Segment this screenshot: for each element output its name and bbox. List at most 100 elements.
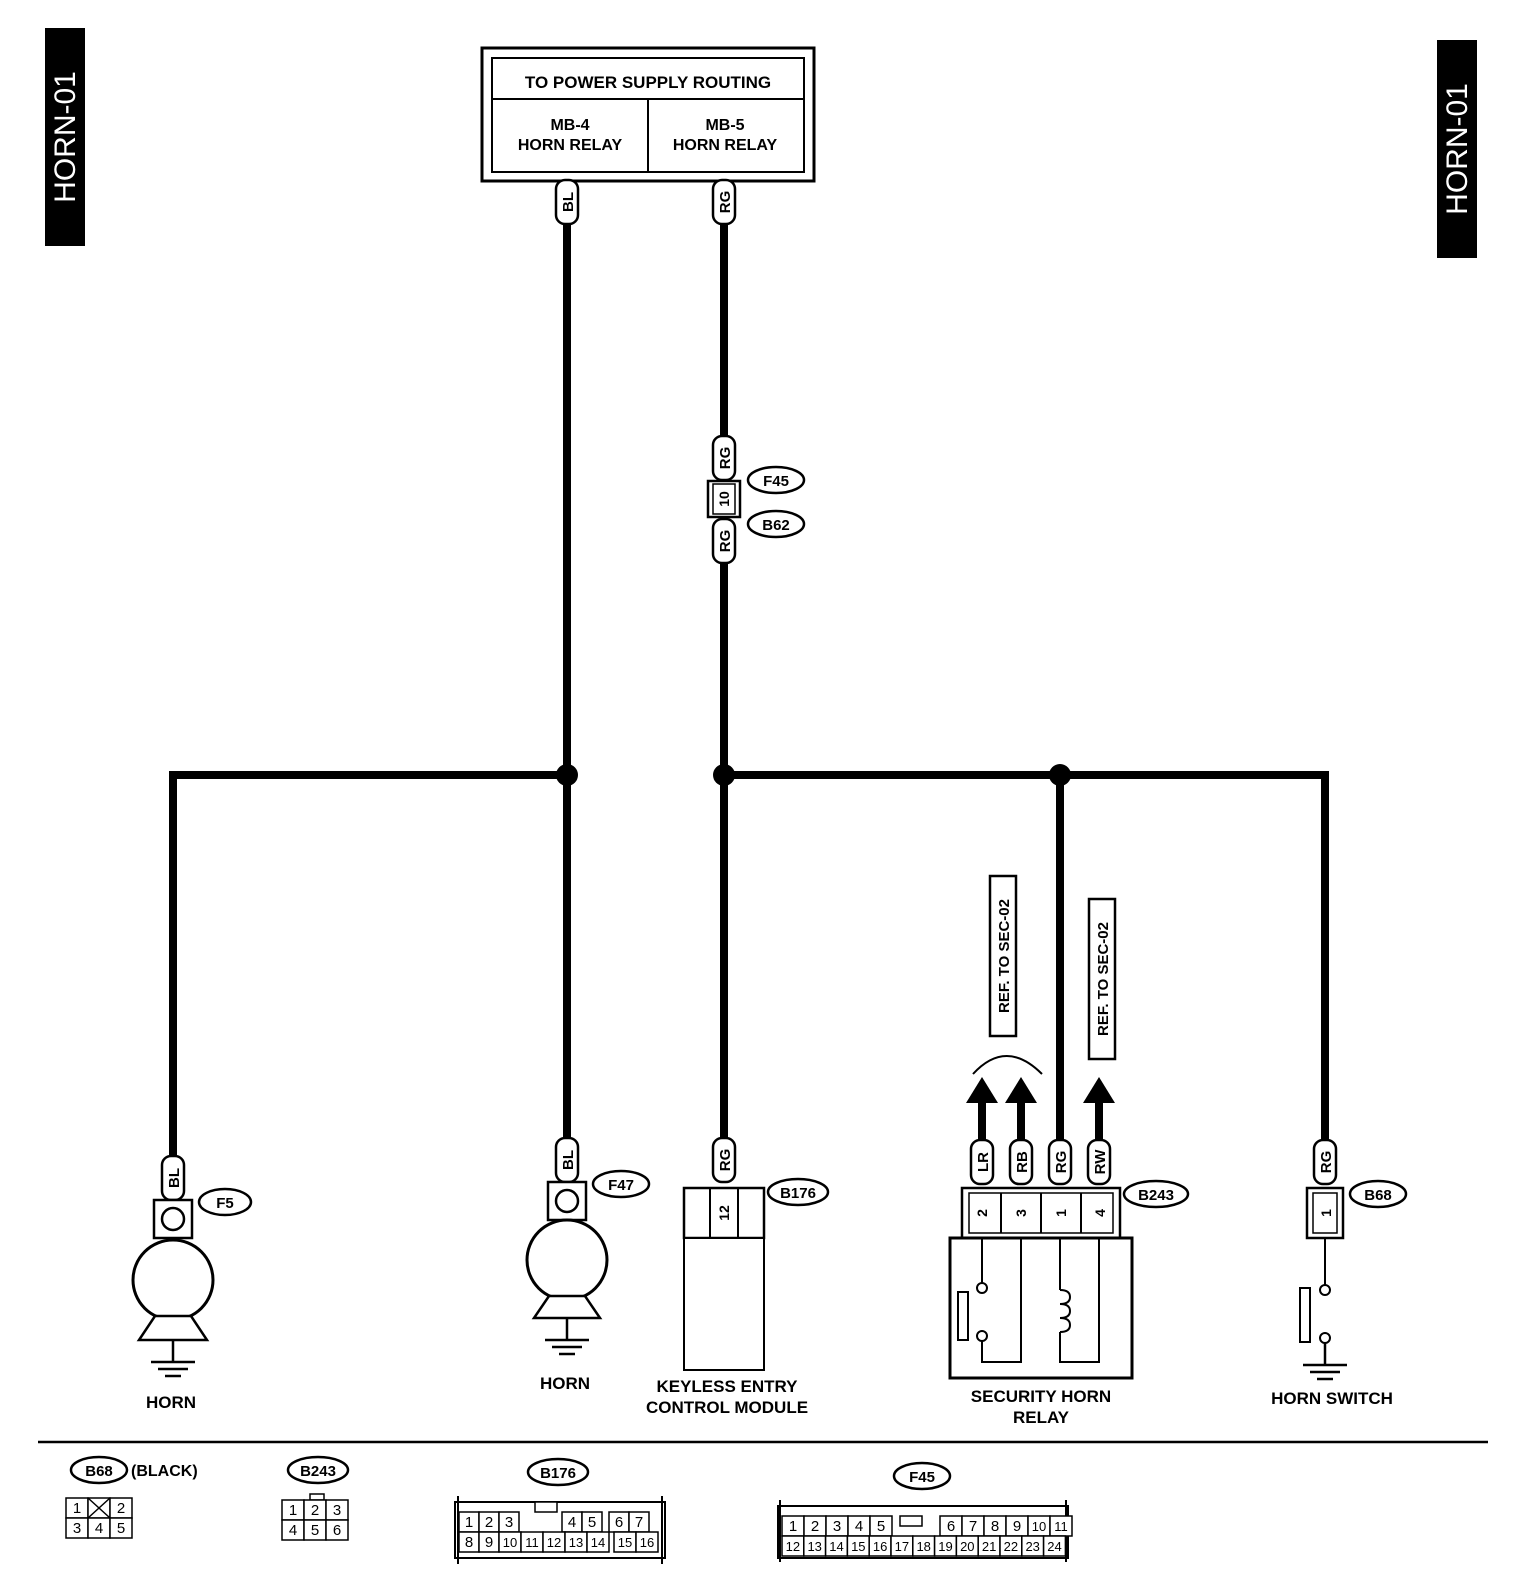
legend-b176-pin-label: 13 [569,1535,583,1550]
legend-b176-pin-label: 8 [465,1534,473,1551]
legend-b176-pin-label: 14 [591,1535,605,1550]
page-tag-left-text: HORN-01 [49,71,82,203]
legend-f45-pin-label: 1 [789,1518,797,1535]
ref-right-text: REF. TO SEC-02 [1095,922,1112,1036]
mb5-id: MB-5 [705,117,744,134]
legend-b176-pin-label: 2 [485,1514,493,1531]
legend-f45-pin-label: 22 [1004,1539,1018,1554]
tag-rb: RB [1014,1151,1031,1173]
tag-bl-top: BL [554,178,580,226]
horn-switch-icon [1299,1287,1311,1343]
legend-f45-id: F45 [909,1469,935,1486]
horn-left-label: HORN [146,1393,196,1412]
inline-connector-top-id: F45 [763,473,789,490]
legend-b176-pin-label: 9 [485,1534,493,1551]
tag-lr: LR [975,1152,992,1172]
connector-f5-id: F5 [216,1195,234,1212]
legend-b68-note: (BLACK) [131,1463,198,1480]
legend-f45-pin-label: 24 [1047,1539,1061,1554]
b243-pin-c: 1 [1053,1209,1069,1217]
connector-b68-id: B68 [1364,1187,1392,1204]
security-horn-relay: LR RB RG RW 2 3 1 4 B243 SECURITY HORN R… [948,1138,1190,1427]
legend-f45-pin-label: 2 [811,1518,819,1535]
connector-f47-id: F47 [608,1177,634,1194]
b176-pin: 12 [716,1205,732,1221]
legend-f45-pin-label: 9 [1013,1518,1021,1535]
legend-b176-pin-label: 4 [568,1514,576,1531]
junction-rg-right [1049,764,1071,786]
legend-b176-pin-label: 3 [505,1514,513,1531]
wiring [169,218,1329,1166]
legend-f45-pin-label: 14 [829,1539,843,1554]
power-supply-box: TO POWER SUPPLY ROUTING MB-4 HORN RELAY … [480,46,816,183]
legend-f45-pin-label: 16 [873,1539,887,1554]
legend-b68-pin-label: 1 [73,1500,81,1517]
tag-rg-b243: RG [1053,1151,1070,1174]
arrow-lr-icon [966,1077,998,1103]
b68-pin: 1 [1318,1209,1334,1217]
horn-switch: RG 1 B68 HORN SWITCH [1271,1138,1408,1408]
legend-f45-pin-label: 15 [851,1539,865,1554]
tag-rg-b176: RG [717,1149,734,1172]
legend-b68-cell [109,1517,133,1539]
horn-right-label: HORN [540,1374,590,1393]
legend-f45-pin-label: 6 [947,1518,955,1535]
horn-right-icon [525,1218,609,1302]
legend-b176-cell [586,1531,610,1553]
b243-pin-b: 3 [1013,1209,1029,1217]
legend-b176-pin-label: 16 [640,1535,654,1550]
legend-b176-id: B176 [540,1465,576,1482]
legend-b176-pin-label: 10 [503,1535,517,1550]
page-tag-right: HORN-01 [1437,40,1477,258]
keyless-entry-module: RG 12 B176 KEYLESS ENTRY CONTROL MODULE [646,1136,830,1417]
unused-pin-mark [87,1497,111,1519]
mb4-id: MB-4 [550,117,589,134]
inline-pin: 10 [716,491,732,507]
legend-b243-pin-label: 1 [289,1502,297,1519]
power-supply-title: TO POWER SUPPLY ROUTING [525,73,771,92]
legend-b243-pin-label: 3 [333,1502,341,1519]
legend-b176-pin-label: 5 [588,1514,596,1531]
legend-f45-pin-label: 11 [1054,1519,1068,1534]
ref-left-text: REF. TO SEC-02 [996,899,1013,1013]
inline-connector-bottom-id: B62 [762,517,790,534]
legend-f45-pin-label: 3 [833,1518,841,1535]
horn-switch-label: HORN SWITCH [1271,1389,1393,1408]
legend-f45-pin-label: 4 [855,1518,863,1535]
arrow-rb-icon [1005,1077,1037,1103]
legend-b243-pin-label: 6 [333,1522,341,1539]
connector-b176-id: B176 [780,1185,816,1202]
legend-b176-pin-label: 7 [635,1514,643,1531]
legend-f45-pin-label: 10 [1032,1519,1046,1534]
ref-sec02-left: REF. TO SEC-02 [972,874,1043,1075]
legend-b68-id: B68 [85,1463,113,1480]
connector-b243-id: B243 [1138,1187,1174,1204]
legend-f45-pin-label: 19 [938,1539,952,1554]
mb5-name: HORN RELAY [673,137,778,154]
legend-b176-pin-label: 15 [618,1535,632,1550]
tag-rw: RW [1092,1149,1109,1175]
legend-f45-pin-label: 8 [991,1518,999,1535]
legend-b68-pin-label: 4 [95,1520,103,1537]
legend-b243-pin-label: 2 [311,1502,319,1519]
wire-bl-horn-left [169,771,571,1166]
legend-b243-pin-label: 5 [311,1522,319,1539]
legend-b176-pin-label: 12 [547,1535,561,1550]
legend-b243-pin-label: 4 [289,1522,297,1539]
junction-rg-left [713,764,735,786]
mb4-name: HORN RELAY [518,137,623,154]
security-label-line2: RELAY [1013,1408,1070,1427]
page-tag-left: HORN-01 [45,28,85,246]
legend-f45-pin-label: 12 [786,1539,800,1554]
legend-f45-pin-label: 23 [1025,1539,1039,1554]
arrow-rw-icon [1083,1077,1115,1103]
junction-bl [556,764,578,786]
keyless-label-line1: KEYLESS ENTRY [656,1377,798,1396]
tag-bl-f47: BL [560,1150,577,1170]
tag-bl-top-text: BL [560,192,577,212]
legend-f45-cell [1042,1535,1067,1557]
inline-connector-f45-b62: RG 10 RG F45 B62 [706,434,806,565]
tag-rg-top-text: RG [717,191,734,214]
